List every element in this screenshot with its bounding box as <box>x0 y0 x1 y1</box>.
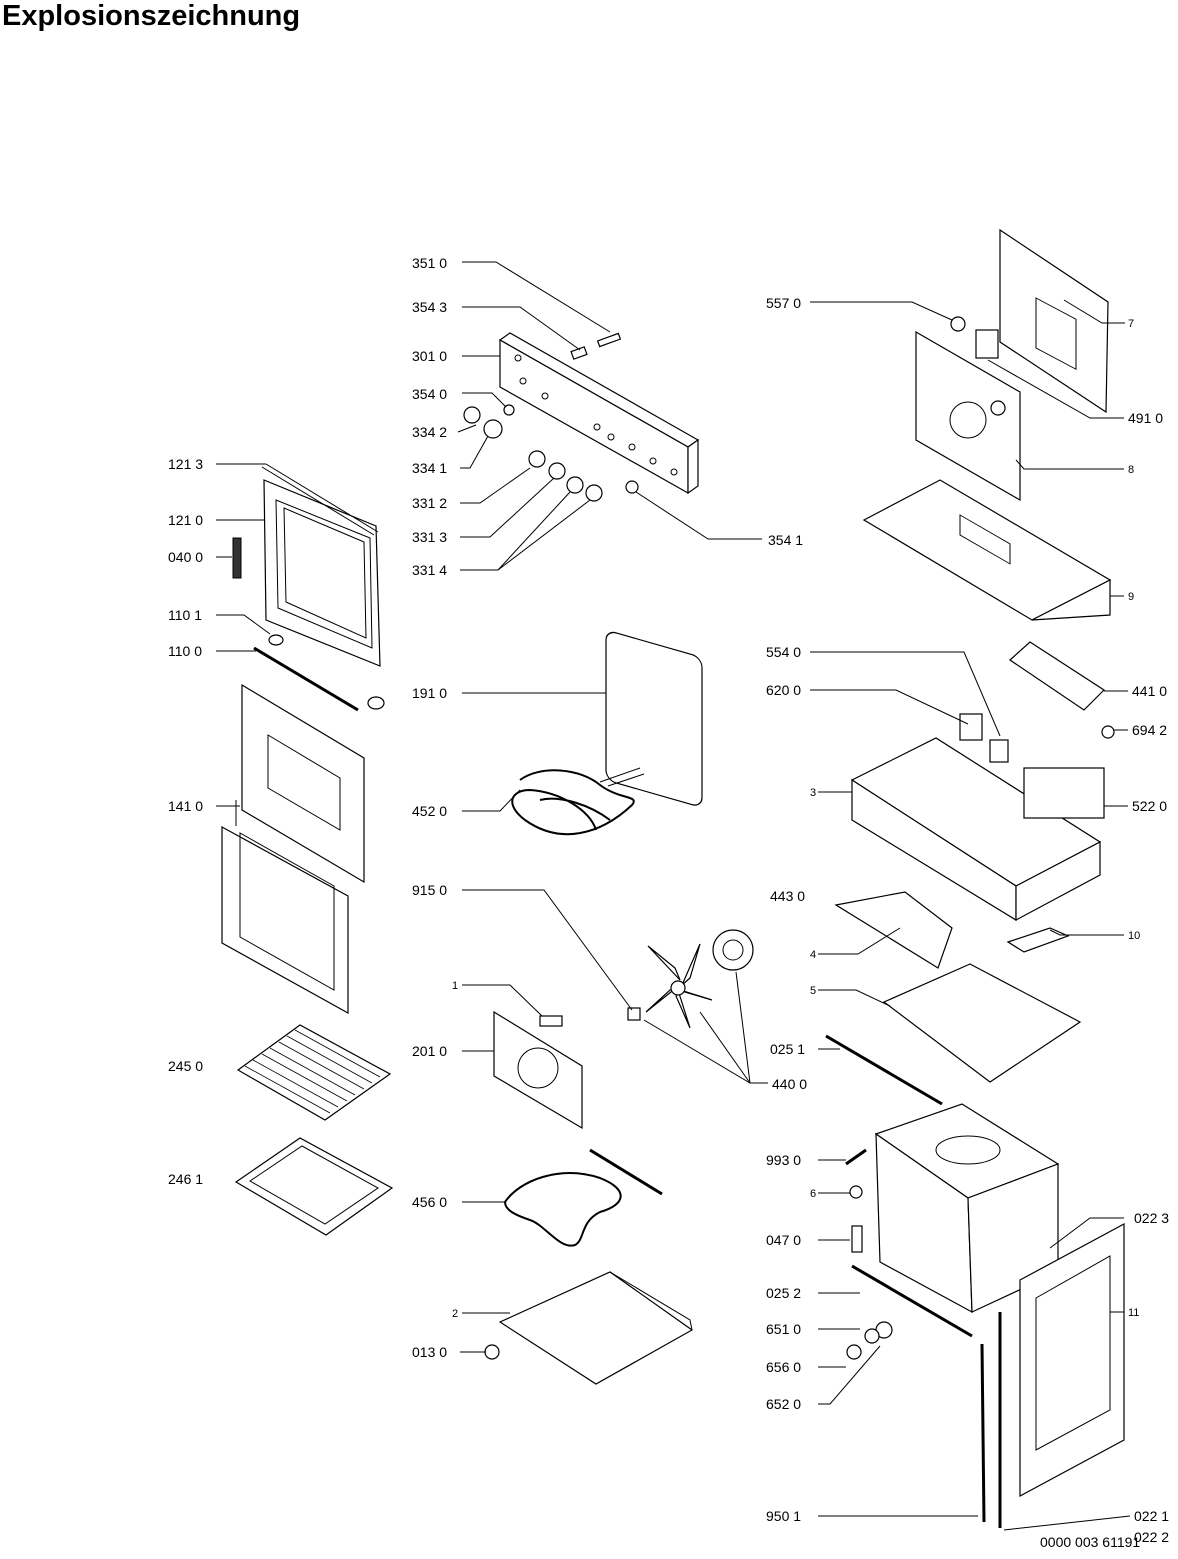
part-label-443-0: 443 0 <box>770 888 805 904</box>
part-label-11: 11 <box>1128 1307 1139 1319</box>
part-label-557-0: 557 0 <box>766 295 801 311</box>
part-label-121-0: 121 0 <box>168 512 203 528</box>
door-glass-part <box>221 683 365 1015</box>
door-gasket-part <box>605 631 703 806</box>
part-label-334-1: 334 1 <box>412 460 447 476</box>
part-label-354-1: 354 1 <box>768 532 803 548</box>
part-label-047-0: 047 0 <box>766 1232 801 1248</box>
side-rail-part <box>825 1034 943 1106</box>
part-label-656-0: 656 0 <box>766 1359 801 1375</box>
support-bracket-part <box>834 891 953 969</box>
part-labels: 351 0 354 3 301 0 354 0 334 2 334 1 331 … <box>168 255 1169 1545</box>
part-label-620-0: 620 0 <box>766 682 801 698</box>
part-label-334-2: 334 2 <box>412 424 447 440</box>
part-label-351-0: 351 0 <box>412 255 447 271</box>
part-label-121-3: 121 3 <box>168 456 203 472</box>
tangential-fan-part <box>1009 641 1115 739</box>
part-label-9: 9 <box>1128 591 1134 603</box>
part-label-694-2: 694 2 <box>1132 722 1167 738</box>
grill-element-part <box>511 767 645 836</box>
part-label-491-0: 491 0 <box>1128 410 1163 426</box>
baking-tray-part <box>234 1137 394 1236</box>
part-label-022-2: 022 2 <box>1134 1529 1169 1545</box>
part-label-652-0: 652 0 <box>766 1396 801 1412</box>
part-label-456-0: 456 0 <box>412 1194 447 1210</box>
part-label-110-0: 110 0 <box>168 643 202 659</box>
part-label-331-4: 331 4 <box>412 562 447 578</box>
oven-cavity-part <box>851 1103 1060 1338</box>
heating-element-part <box>504 1148 663 1247</box>
oven-door-frame-part <box>232 463 385 712</box>
fan-cover-part <box>493 1010 583 1130</box>
part-label-4: 4 <box>810 949 816 961</box>
part-label-245-0: 245 0 <box>168 1058 203 1074</box>
bottom-panel-part <box>882 963 1082 1083</box>
part-label-452-0: 452 0 <box>412 803 447 819</box>
top-cover-part <box>862 479 1112 621</box>
part-label-8: 8 <box>1128 464 1134 476</box>
switch-housing-part <box>850 713 1105 922</box>
part-label-440-0: 440 0 <box>772 1076 807 1092</box>
part-label-110-1: 110 1 <box>168 607 202 623</box>
fan-part <box>627 929 754 1029</box>
part-label-915-0: 915 0 <box>412 882 447 898</box>
part-label-191-0: 191 0 <box>412 685 447 701</box>
part-label-331-2: 331 2 <box>412 495 447 511</box>
part-label-554-0: 554 0 <box>766 644 801 660</box>
part-label-246-1: 246 1 <box>168 1171 203 1187</box>
part-label-354-0: 354 0 <box>412 386 447 402</box>
part-label-522-0: 522 0 <box>1132 798 1167 814</box>
part-label-025-1: 025 1 <box>770 1041 805 1057</box>
control-panel-part <box>498 332 700 495</box>
document-number: 0000 003 61191 <box>1040 1534 1141 1550</box>
rear-wall-part <box>999 228 1109 414</box>
part-label-301-0: 301 0 <box>412 348 447 364</box>
part-label-7: 7 <box>1128 318 1134 330</box>
part-label-950-1: 950 1 <box>766 1508 801 1524</box>
part-label-022-3: 022 3 <box>1134 1210 1169 1226</box>
part-label-354-3: 354 3 <box>412 299 447 315</box>
part-label-441-0: 441 0 <box>1132 683 1167 699</box>
part-label-022-1: 022 1 <box>1134 1508 1169 1524</box>
side-panel-part <box>980 1222 1125 1528</box>
part-label-013-0: 013 0 <box>412 1344 447 1360</box>
part-label-6: 6 <box>810 1188 816 1200</box>
part-label-1: 1 <box>452 980 458 992</box>
part-label-025-2: 025 2 <box>766 1285 801 1301</box>
part-label-2: 2 <box>452 1308 458 1320</box>
part-label-040-0: 040 0 <box>168 549 203 565</box>
base-plate-part <box>484 1271 694 1385</box>
part-label-10: 10 <box>1128 930 1140 942</box>
part-label-993-0: 993 0 <box>766 1152 801 1168</box>
small-bracket-part <box>1006 927 1070 953</box>
part-label-201-0: 201 0 <box>412 1043 447 1059</box>
part-label-5: 5 <box>810 985 816 997</box>
leader-lines <box>216 261 1131 1531</box>
part-label-141-0: 141 0 <box>168 798 203 814</box>
oven-rack-part <box>236 1024 392 1121</box>
back-cover-part <box>915 316 1021 502</box>
cavity-small-parts <box>845 1148 893 1360</box>
part-label-3: 3 <box>810 787 816 799</box>
control-small-parts <box>463 332 639 502</box>
part-label-651-0: 651 0 <box>766 1321 801 1337</box>
page-title: Explosionszeichnung <box>2 0 301 32</box>
part-label-331-3: 331 3 <box>412 529 447 545</box>
